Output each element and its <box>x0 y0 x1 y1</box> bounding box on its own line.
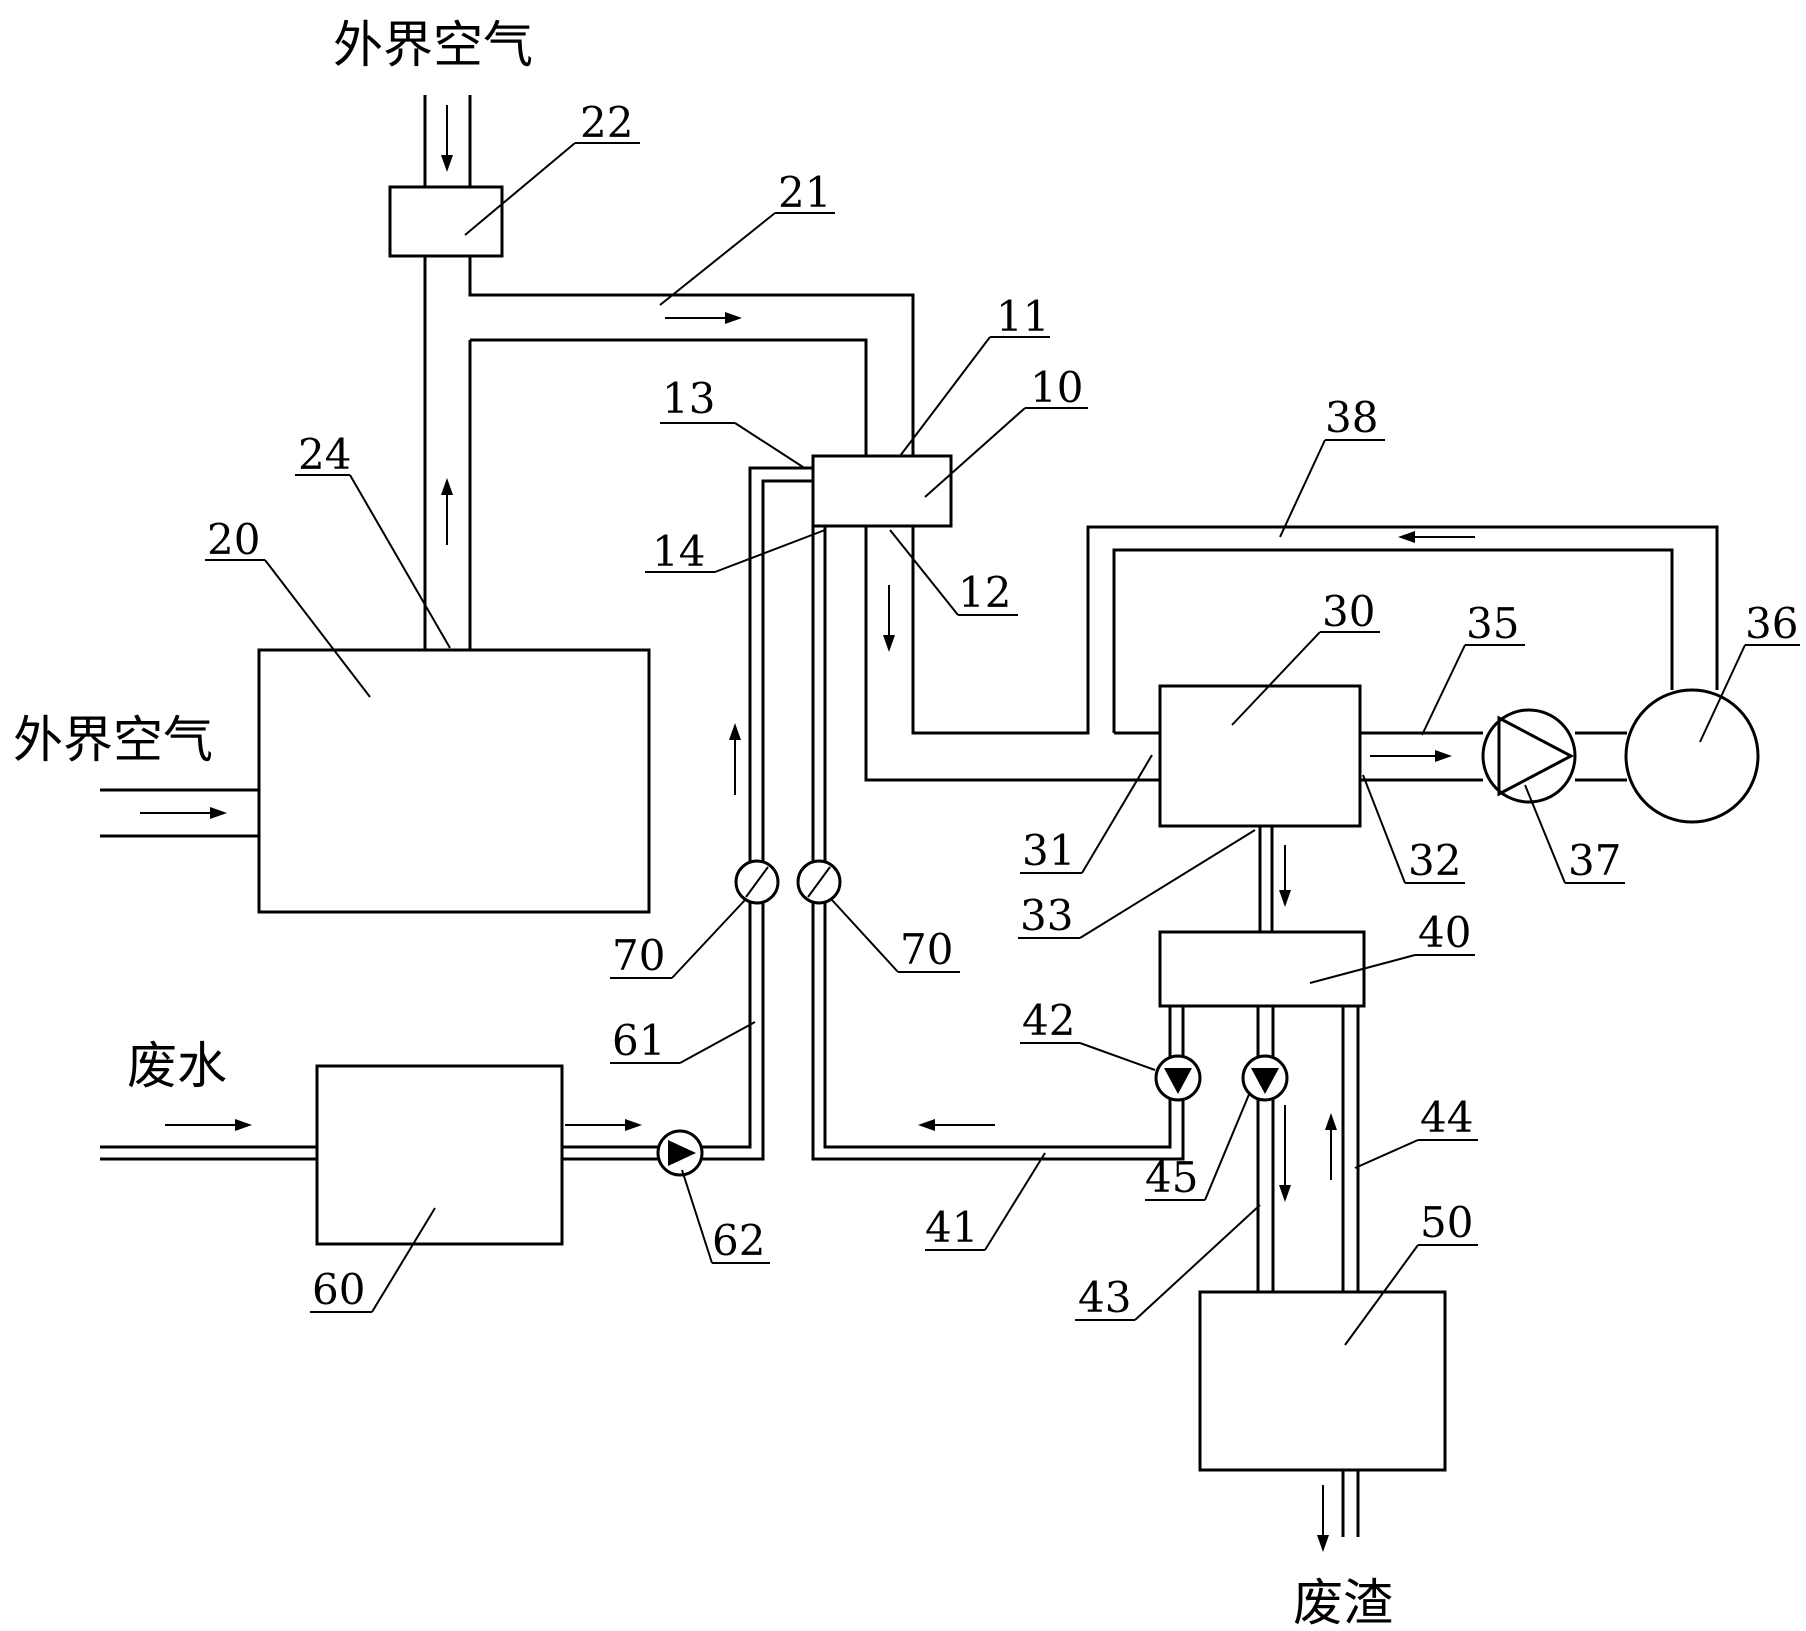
label-32: 32 <box>1408 836 1461 885</box>
label-38: 38 <box>1325 393 1378 442</box>
equipment <box>257 185 1760 1472</box>
pumps <box>656 708 1577 1177</box>
leader-lines <box>205 142 1800 1346</box>
stream-labels: 外界空气 外界空气 废水 废渣 <box>13 16 1393 1631</box>
label-50: 50 <box>1420 1198 1473 1247</box>
wastewater-label: 废水 <box>127 1037 227 1095</box>
flow-meter-70-left-icon <box>734 859 780 905</box>
label-35: 35 <box>1466 599 1519 648</box>
pump-42-icon <box>1154 1054 1202 1102</box>
pump-45-icon <box>1241 1054 1289 1102</box>
unit-50 <box>1198 1290 1447 1472</box>
filter-22 <box>388 185 504 258</box>
label-43: 43 <box>1078 1273 1131 1322</box>
label-70-right: 70 <box>900 925 953 974</box>
label-44: 44 <box>1420 1093 1473 1142</box>
pump-37-icon <box>1481 708 1577 804</box>
flow-arrows <box>140 105 1475 1552</box>
component-numbers: 22 21 11 10 13 14 12 24 20 38 30 35 36 3… <box>207 98 1798 1322</box>
flow-meter-70-right-icon <box>796 859 842 905</box>
outside-air-top-label: 外界空气 <box>333 16 533 74</box>
outside-air-left-label: 外界空气 <box>13 711 213 769</box>
label-21: 21 <box>778 168 831 217</box>
label-40: 40 <box>1418 908 1471 957</box>
pipes <box>100 95 1719 1537</box>
unit-60 <box>315 1064 564 1246</box>
label-22: 22 <box>580 98 633 147</box>
label-37: 37 <box>1568 836 1621 885</box>
waste-residue-label: 废渣 <box>1293 1574 1393 1631</box>
heat-exchanger-10 <box>811 454 953 528</box>
label-62: 62 <box>712 1216 765 1265</box>
label-14: 14 <box>652 527 705 576</box>
reactor-20 <box>257 648 651 914</box>
label-42: 42 <box>1022 996 1075 1045</box>
label-33: 33 <box>1020 891 1073 940</box>
label-10: 10 <box>1030 363 1083 412</box>
unit-40 <box>1158 930 1366 1008</box>
label-61: 61 <box>612 1016 665 1065</box>
label-20: 20 <box>207 515 260 564</box>
label-36: 36 <box>1745 599 1798 648</box>
label-41: 41 <box>925 1203 978 1252</box>
label-30: 30 <box>1322 587 1375 636</box>
label-12: 12 <box>958 568 1011 617</box>
pump-62-icon <box>656 1129 704 1177</box>
label-11: 11 <box>996 292 1049 341</box>
vessel-36 <box>1624 688 1760 824</box>
unit-30 <box>1158 684 1362 828</box>
label-60: 60 <box>312 1265 365 1314</box>
label-31: 31 <box>1022 826 1075 875</box>
label-13: 13 <box>662 374 715 423</box>
label-45: 45 <box>1145 1153 1198 1202</box>
label-70-left: 70 <box>612 931 665 980</box>
label-24: 24 <box>298 430 351 479</box>
